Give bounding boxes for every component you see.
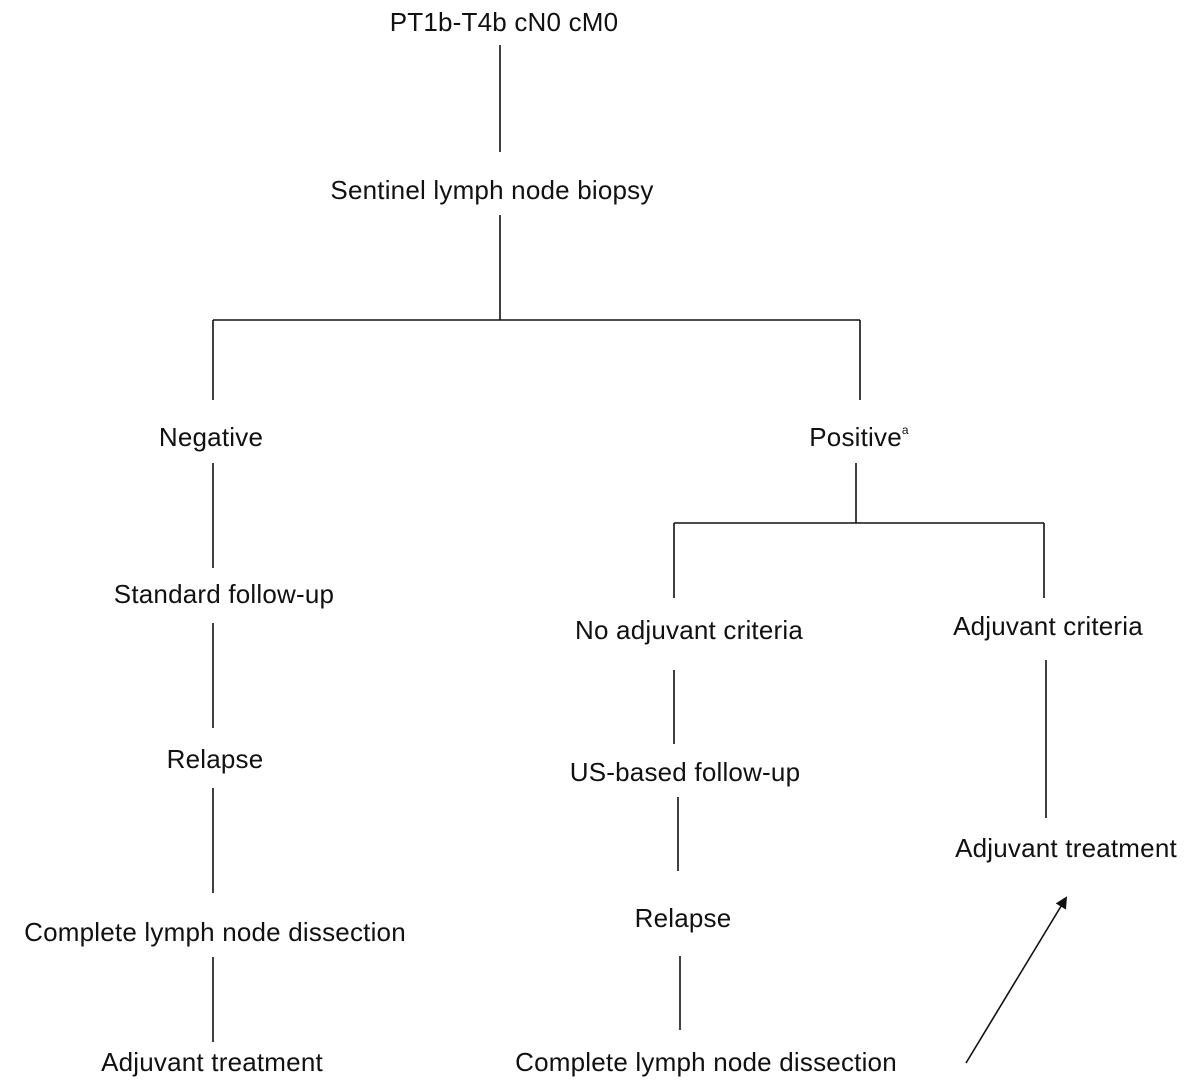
standard-followup-node: Standard follow-up <box>113 579 335 609</box>
negative-node: Negative <box>158 422 264 452</box>
positive-adjuvant-treatment-node: Adjuvant treatment <box>955 833 1177 863</box>
positive-footnote-mark: a <box>901 423 909 438</box>
negative-dissection-node: Complete lymph node dissection <box>24 917 406 947</box>
positive-node: Positivea <box>809 422 909 452</box>
no-adjuvant-criteria-node: No adjuvant criteria <box>575 615 803 645</box>
negative-relapse-node: Relapse <box>166 744 264 774</box>
root-node: PT1b-T4b cN0 cM0 <box>389 7 619 37</box>
positive-dissection-node: Complete lymph node dissection <box>515 1047 897 1077</box>
us-followup-node: US-based follow-up <box>569 757 801 787</box>
sentinel-node: Sentinel lymph node biopsy <box>330 175 654 205</box>
arrow-dissection-to-treatment <box>965 896 1068 1064</box>
adjuvant-criteria-node: Adjuvant criteria <box>953 611 1143 641</box>
positive-label: Positive <box>809 422 902 452</box>
negative-adjuvant-treatment-node: Adjuvant treatment <box>101 1047 323 1077</box>
positive-relapse-node: Relapse <box>634 903 732 933</box>
